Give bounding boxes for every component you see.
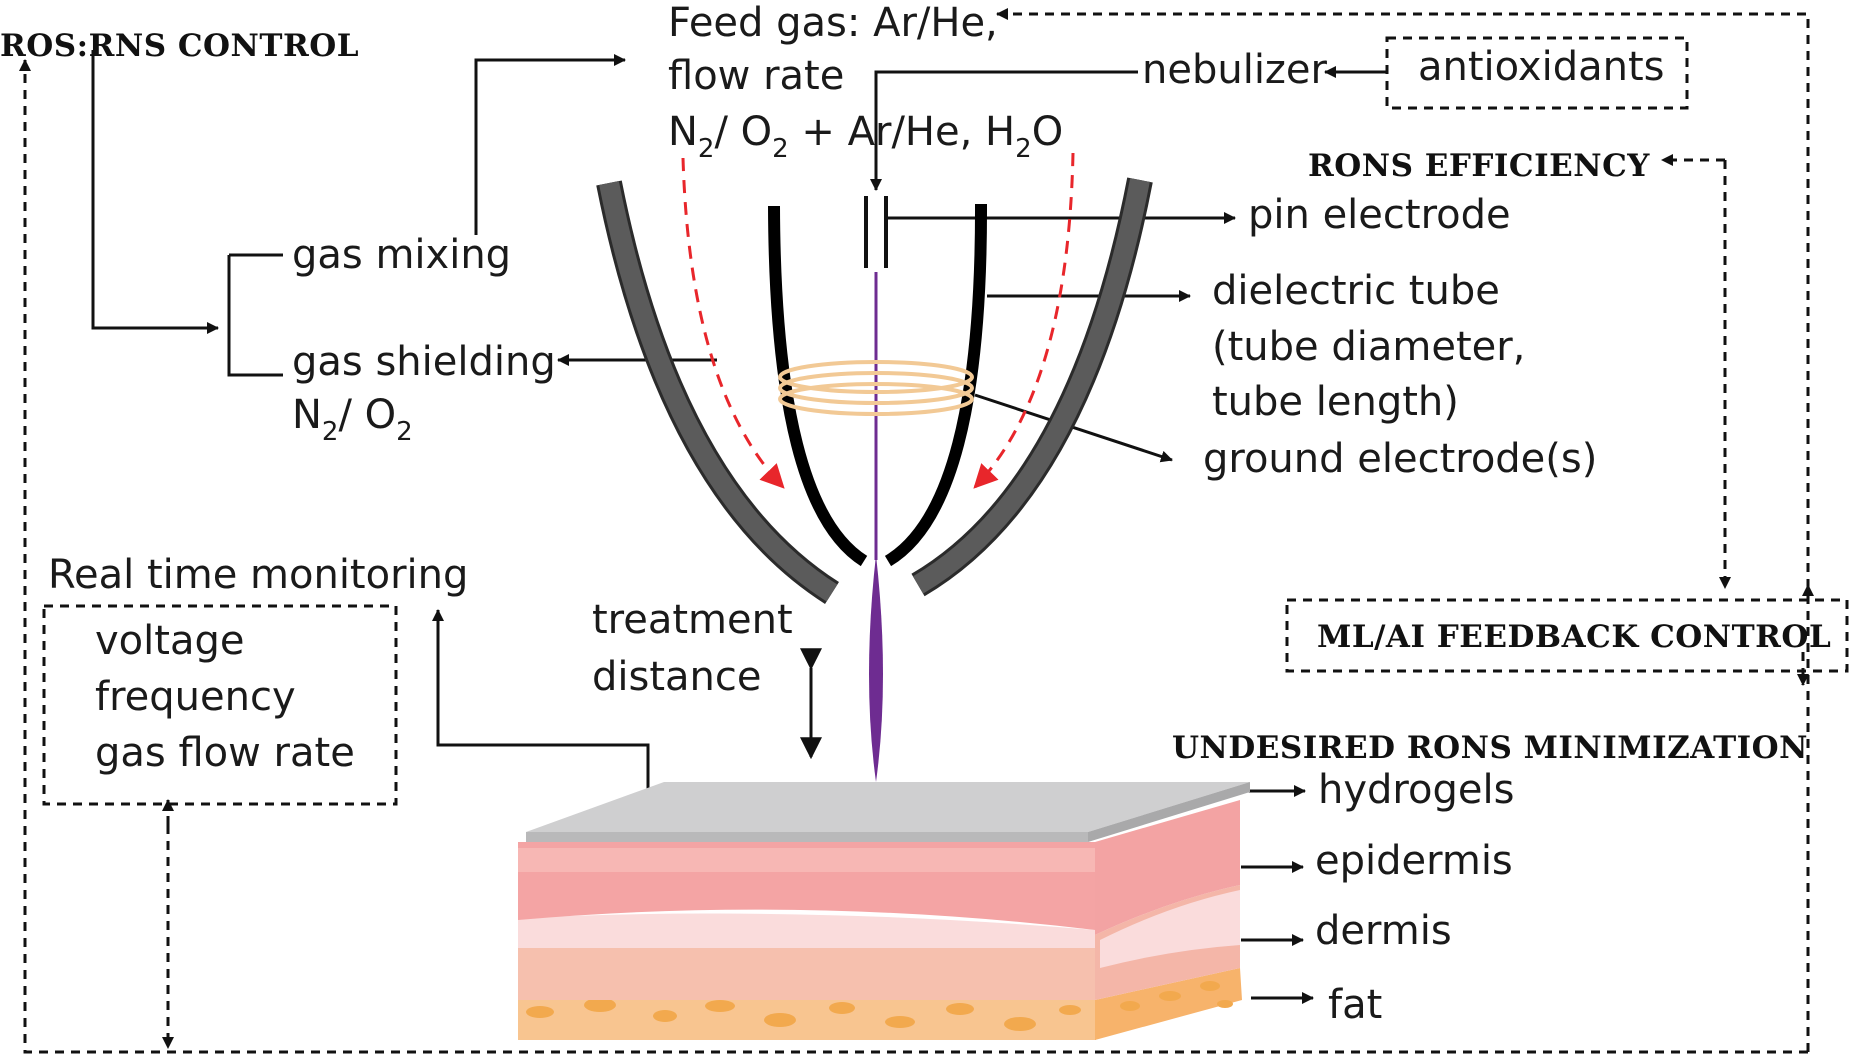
monitoring-item-voltage: voltage: [95, 618, 244, 664]
fat-label: fat: [1328, 982, 1382, 1028]
plasma-plume: [869, 555, 883, 782]
gas-mixing-label: gas mixing: [292, 232, 511, 278]
distance-label: distance: [592, 654, 762, 700]
ground-electrode-label: ground electrode(s): [1203, 436, 1597, 482]
fat-globules: [526, 981, 1233, 1031]
connector-lines: [91, 50, 1387, 1004]
gas-shielding-label: gas shielding: [292, 339, 556, 385]
epidermis-label: epidermis: [1315, 838, 1513, 884]
pin-electrode: [864, 196, 888, 268]
dielectric-tube: [768, 203, 988, 567]
monitoring-title: Real time monitoring: [48, 552, 468, 598]
nebulizer-label: nebulizer: [1142, 47, 1328, 93]
dielectric-tube-line1: dielectric tube: [1212, 268, 1500, 314]
hydrogels-label: hydrogels: [1318, 767, 1514, 813]
ros-rns-control-heading: ROS:RNS CONTROL: [0, 28, 359, 64]
undesired-rons-heading: UNDESIRED RONS MINIMIZATION: [1172, 730, 1808, 766]
monitoring-box: [42, 604, 398, 806]
outer-tube: [596, 177, 1153, 604]
feed-gas-line2: flow rate: [668, 53, 844, 99]
feed-gas-line1: Feed gas: Ar/He,: [668, 0, 998, 46]
rons-efficiency-heading: RONS EFFICIENCY: [1308, 148, 1650, 184]
treatment-label: treatment: [592, 597, 793, 643]
gas-shielding-formula: N2/ O2: [292, 392, 413, 447]
feed-gas-line3: N2/ O2 + Ar/He, H2O: [668, 109, 1063, 164]
ground-electrode-ring: [778, 360, 974, 416]
ml-ai-feedback-heading: ML/AI FEEDBACK CONTROL: [1317, 619, 1831, 655]
feedback-loop-lines: [19, 8, 1814, 1054]
ml-ai-feedback-box: [1285, 598, 1849, 673]
antioxidants-label: antioxidants: [1418, 44, 1664, 90]
monitoring-item-gas-flow: gas flow rate: [95, 730, 355, 776]
dielectric-tube-line2: (tube diameter,: [1212, 324, 1525, 370]
pin-electrode-label: pin electrode: [1248, 192, 1511, 238]
dielectric-tube-line3: tube length): [1212, 379, 1459, 425]
tissue-block: [518, 782, 1250, 1040]
monitoring-item-frequency: frequency: [95, 674, 296, 720]
dermis-label: dermis: [1315, 908, 1452, 954]
gas-flow-arrows: [681, 152, 1075, 489]
